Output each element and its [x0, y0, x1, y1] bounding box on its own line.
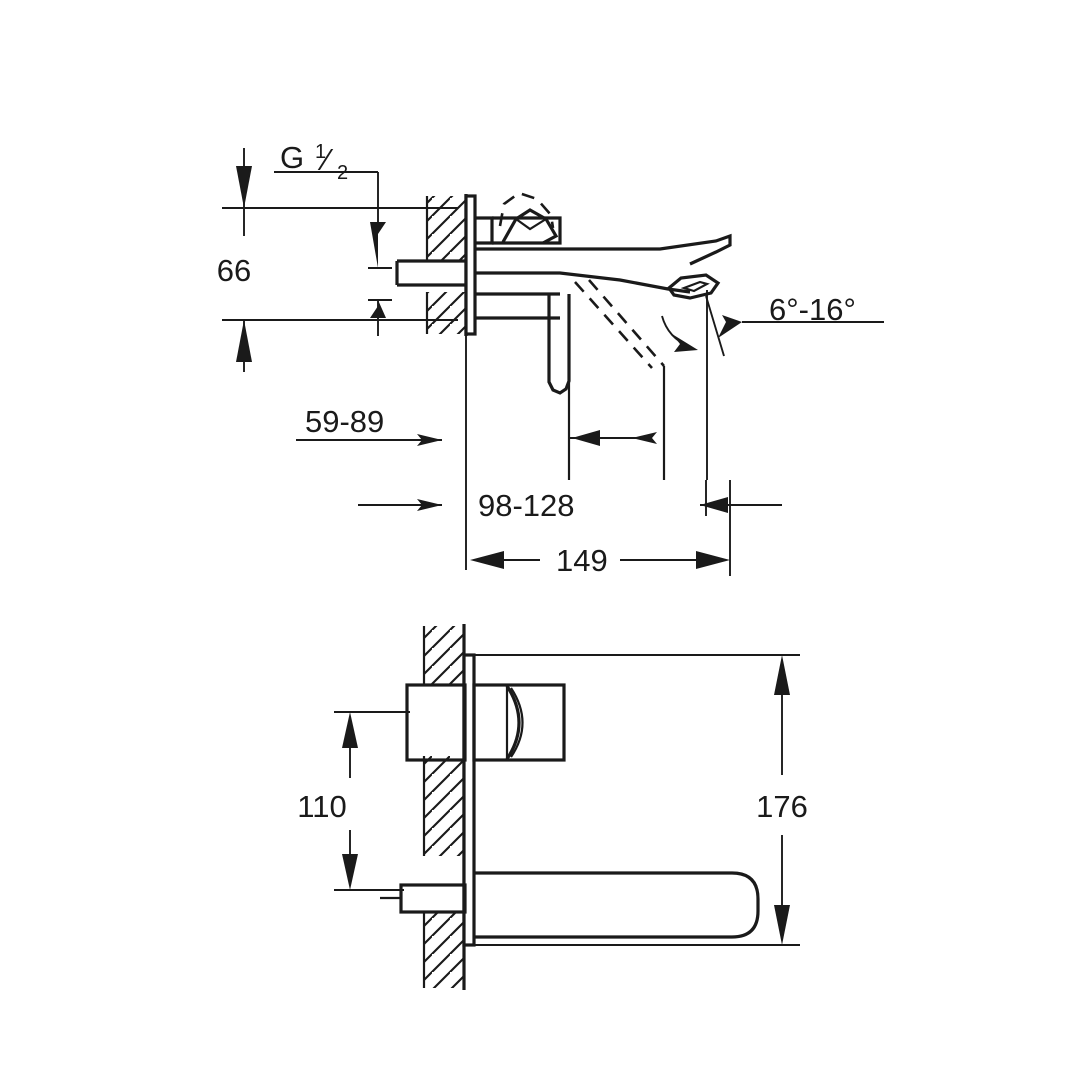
dim-66 — [222, 148, 458, 372]
label-176: 176 — [756, 789, 808, 824]
lever-cap-curve-outer — [505, 685, 521, 760]
label-98-128: 98-128 — [478, 488, 575, 523]
label-66: 66 — [217, 253, 251, 288]
escutcheon-plate — [464, 194, 477, 336]
handle-base-block — [492, 216, 562, 245]
label-59-89: 59-89 — [305, 404, 384, 439]
wall-hatch-upper — [427, 196, 467, 260]
spout-upper-profile — [475, 233, 732, 266]
cartridge-housing-upper — [475, 216, 494, 245]
concealed-body-front — [405, 683, 467, 762]
label-g: G — [280, 140, 304, 175]
pop-up-rod-ghost-a — [574, 281, 653, 369]
dim-149 — [470, 480, 731, 576]
lever-cap-curve-inner — [510, 687, 524, 758]
pop-up-rod-stub-front — [399, 883, 467, 914]
spout-lower-profile — [475, 271, 691, 294]
dim-g-half — [262, 171, 458, 336]
swivel-arc — [661, 315, 691, 348]
label-149: 149 — [556, 543, 608, 578]
label-g-denominator: 2 — [337, 162, 348, 184]
wall-hatch-lower — [427, 292, 467, 334]
lever-handle-ghost-dashed — [498, 191, 555, 229]
pop-up-rod-solid — [547, 294, 571, 395]
dim-98-128 — [358, 430, 782, 516]
wall-hatch-front-lower — [424, 912, 465, 988]
aerator-tip — [666, 273, 721, 300]
lower-inlet-pipe — [475, 292, 560, 320]
lever-handle-solid — [501, 208, 559, 245]
label-110: 110 — [297, 789, 346, 824]
escutcheon-plate-front — [462, 653, 476, 947]
handle-block-front — [472, 683, 566, 762]
label-angle: 6°-16° — [769, 292, 856, 327]
wall-hatch-front-upper — [424, 626, 465, 686]
dim-59-89 — [296, 335, 467, 570]
angle-leader-line — [705, 295, 725, 357]
pop-up-rod-ghost-b — [588, 279, 665, 367]
bottom-front-section-view: 110 176 — [297, 624, 808, 990]
swivel-arrow-head — [672, 334, 698, 352]
label-g-numerator: 1 — [315, 141, 326, 163]
dim-176 — [774, 655, 790, 945]
lever-handle-facet — [515, 218, 547, 231]
spout-body-front — [474, 871, 760, 939]
dim-110 — [334, 711, 410, 891]
upper-inlet-pipe — [395, 259, 466, 287]
angle-dimension-leader — [718, 315, 884, 338]
top-side-section-view: G 1 ⁄ 2 66 6°-16° 59-89 98-128 149 — [217, 140, 884, 578]
wall-hatch-front-middle — [424, 756, 465, 856]
